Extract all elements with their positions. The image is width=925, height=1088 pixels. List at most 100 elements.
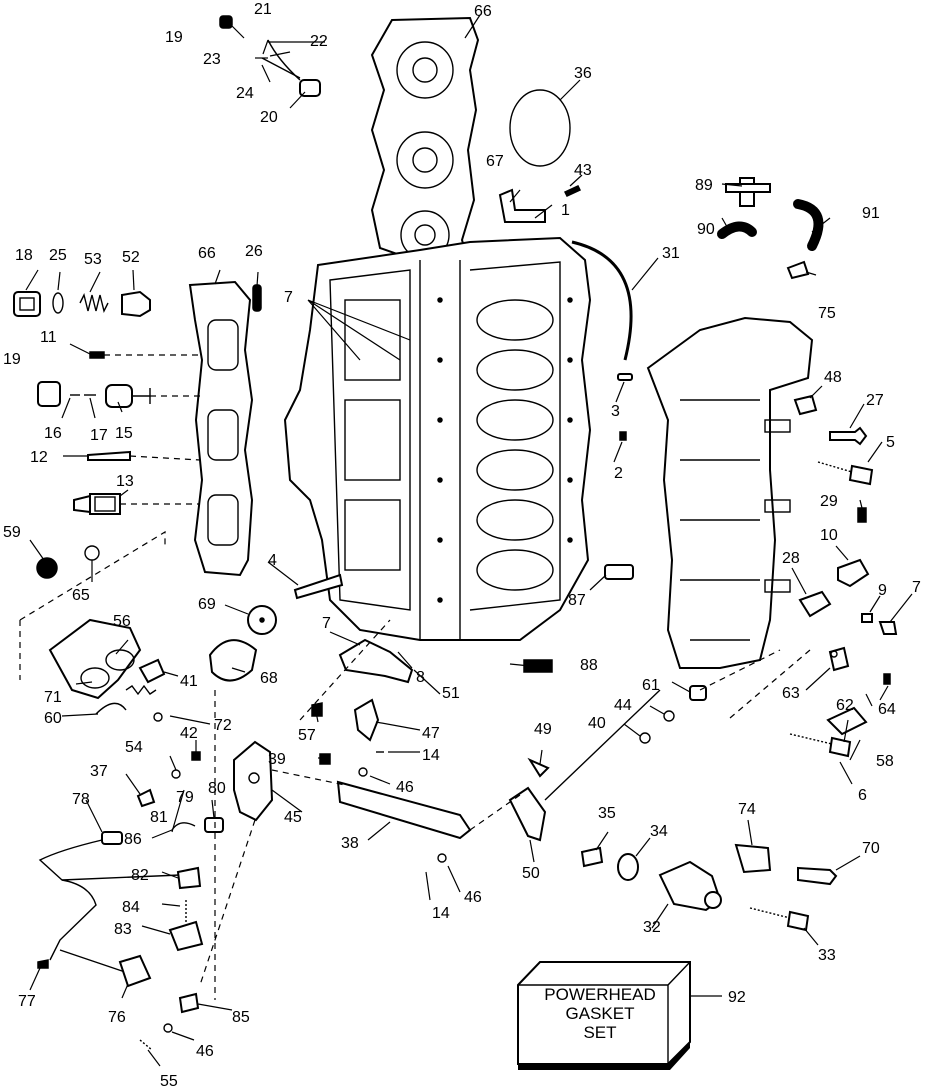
intake-cover-gasket <box>188 280 254 577</box>
o-ring-36 <box>509 89 571 167</box>
bushing-74 <box>734 843 772 874</box>
pin-2 <box>619 431 627 441</box>
callout-88: 88 <box>580 657 598 674</box>
callout-19-left: 19 <box>3 351 21 368</box>
callout-45: 45 <box>284 809 302 826</box>
callout-37: 37 <box>90 763 108 780</box>
ref-line-12 <box>129 455 201 461</box>
callout-6: 6 <box>858 787 867 804</box>
seal-strip-31 <box>571 240 633 361</box>
gasket-box-line3: SET <box>583 1023 616 1042</box>
holder-83 <box>168 920 204 952</box>
screw-35 <box>580 846 604 868</box>
screw-57 <box>311 702 323 717</box>
ref-line-45-down <box>199 819 256 986</box>
callout-76: 76 <box>108 1009 126 1026</box>
ref-line-45-rod <box>271 769 346 786</box>
callout-40: 40 <box>588 715 606 732</box>
callout-7-left: 7 <box>284 289 293 306</box>
callout-56: 56 <box>113 613 131 630</box>
washer-46-rod <box>437 853 447 863</box>
o-ring-25 <box>52 292 64 314</box>
callout-38: 38 <box>341 835 359 852</box>
callout-44: 44 <box>614 697 632 714</box>
callout-83: 83 <box>114 921 132 938</box>
screw-64 <box>883 673 891 685</box>
o-ring-65 <box>84 545 100 561</box>
callout-14-center: 14 <box>422 747 440 764</box>
callout-69: 69 <box>198 596 216 613</box>
plug-59 <box>36 557 58 579</box>
callout-18: 18 <box>15 247 33 264</box>
fitting-7-right <box>878 621 898 635</box>
callout-29: 29 <box>820 493 838 510</box>
callout-60: 60 <box>44 710 62 727</box>
callout-16: 16 <box>44 425 62 442</box>
callout-35: 35 <box>598 805 616 822</box>
callout-26: 26 <box>245 243 263 260</box>
bolt-12 <box>87 450 131 461</box>
callout-52: 52 <box>122 249 140 266</box>
mount-plate-45 <box>233 740 274 822</box>
terminal-77 <box>37 959 49 969</box>
callout-33: 33 <box>818 947 836 964</box>
plug-18 <box>13 291 41 317</box>
valve-52 <box>121 290 151 318</box>
callout-41: 41 <box>180 673 198 690</box>
callout-49: 49 <box>534 721 552 738</box>
callout-48: 48 <box>824 369 842 386</box>
callout-19-top: 19 <box>165 29 183 46</box>
spark-plug-13 <box>73 493 121 515</box>
callout-46-rod: 46 <box>464 889 482 906</box>
callout-63: 63 <box>782 685 800 702</box>
leader-lines <box>25 14 913 1067</box>
callout-4: 4 <box>268 552 277 569</box>
washer-54 <box>171 769 181 779</box>
clamp-10 <box>837 558 870 588</box>
fitting-85 <box>178 992 200 1014</box>
hose-clamp-60 <box>95 702 127 715</box>
callout-labels: 1 2 3 4 5 6 7 7 7 8 9 10 11 12 13 14 14 … <box>3 1 921 1088</box>
callout-22: 22 <box>310 33 328 50</box>
callout-57: 57 <box>298 727 316 744</box>
fitting-37 <box>136 788 156 808</box>
callout-65: 65 <box>72 587 90 604</box>
callout-50: 50 <box>522 865 540 882</box>
cap-19 <box>37 381 61 407</box>
valve-body-15 <box>105 384 151 408</box>
callout-54: 54 <box>125 739 143 756</box>
callout-13: 13 <box>116 473 134 490</box>
screw-29 <box>857 507 867 523</box>
spacer-87 <box>604 564 634 580</box>
callout-5: 5 <box>886 434 895 451</box>
clamp-41 <box>138 658 166 684</box>
callout-68: 68 <box>260 670 278 687</box>
callout-2: 2 <box>614 465 623 482</box>
callout-1: 1 <box>561 202 570 219</box>
lever-47 <box>353 698 380 742</box>
bolt-33 <box>749 907 810 932</box>
callout-27: 27 <box>866 392 884 409</box>
elbow-62 <box>828 646 850 672</box>
callout-7-center: 7 <box>322 615 331 632</box>
callout-36: 36 <box>574 65 592 82</box>
callout-24: 24 <box>236 85 254 102</box>
callout-67: 67 <box>486 153 504 170</box>
callout-81: 81 <box>150 809 168 826</box>
callout-79: 79 <box>176 789 194 806</box>
callout-9: 9 <box>878 582 887 599</box>
nut-19-top <box>219 15 233 29</box>
callout-78: 78 <box>72 791 90 808</box>
callout-90: 90 <box>697 221 715 238</box>
callout-77: 77 <box>18 993 36 1010</box>
callout-82: 82 <box>131 867 149 884</box>
callout-87: 87 <box>568 592 586 609</box>
callout-80: 80 <box>208 780 226 797</box>
bolt-70 <box>797 866 838 886</box>
bracket-82 <box>176 866 202 890</box>
callout-42: 42 <box>180 725 198 742</box>
callout-53: 53 <box>84 251 102 268</box>
callout-34: 34 <box>650 823 668 840</box>
callout-86: 86 <box>124 831 142 848</box>
